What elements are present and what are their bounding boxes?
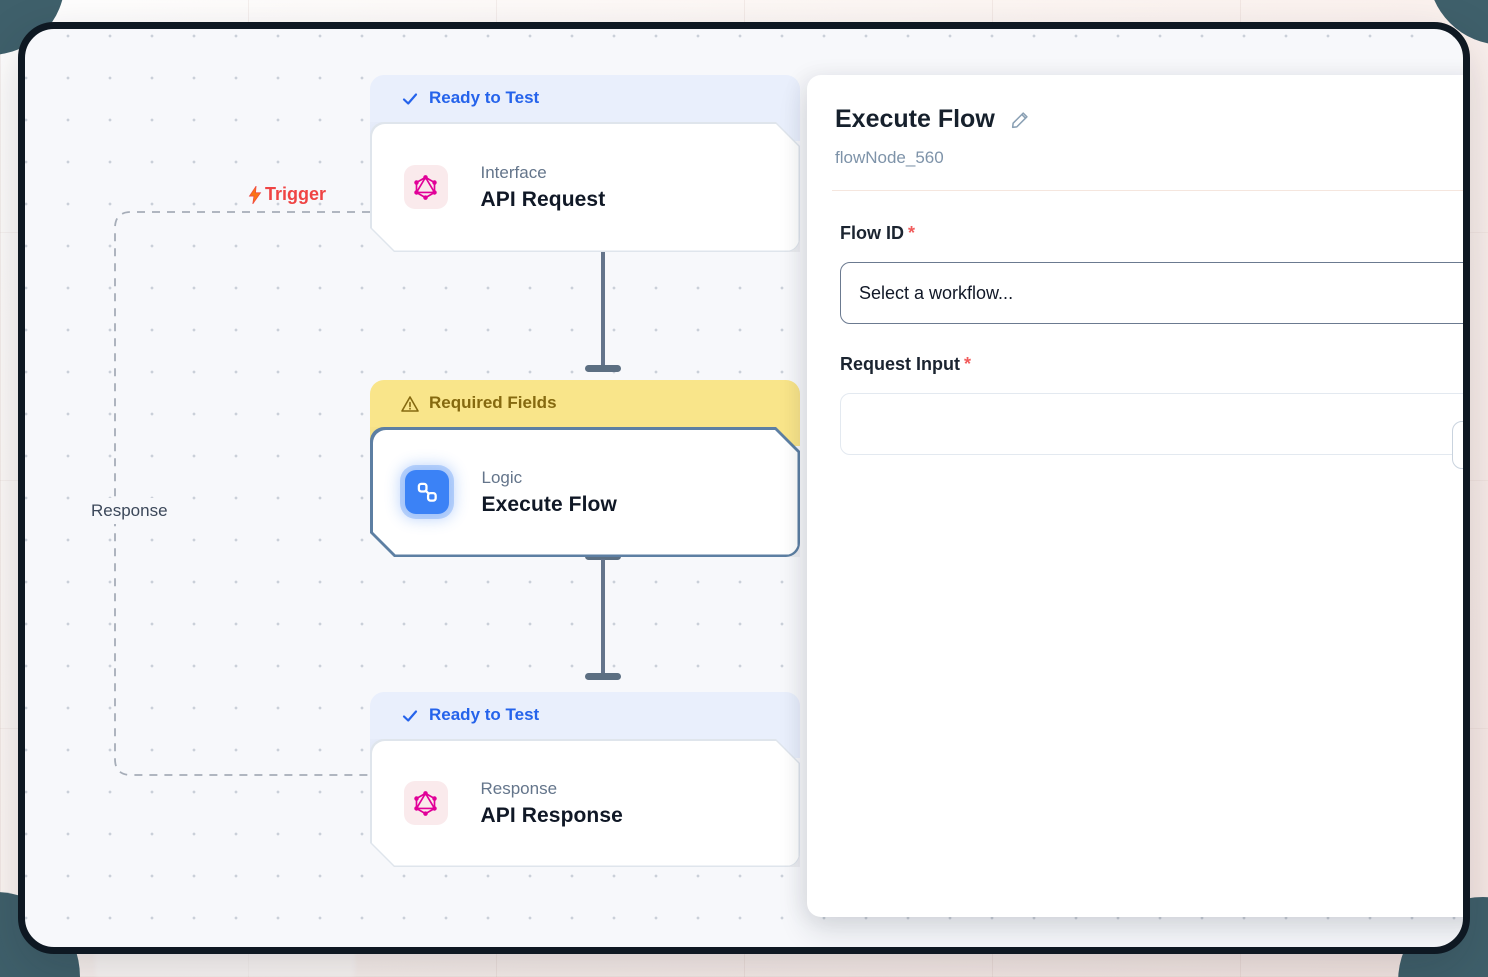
flow-link-icon [405, 470, 449, 514]
panel-divider [832, 190, 1463, 191]
expression-expand-button[interactable]: E [1452, 421, 1463, 469]
graphql-icon [404, 781, 448, 825]
required-asterisk: * [908, 223, 916, 243]
node-category: Response [480, 778, 558, 798]
edit-title-button[interactable] [1007, 107, 1033, 133]
connector-line [601, 559, 605, 677]
trigger-label: Trigger [247, 184, 326, 205]
status-badge-label: Required Fields [429, 393, 557, 412]
lightning-bolt-icon [248, 185, 262, 204]
node-title: API Response [480, 803, 623, 827]
node-category: Interface [480, 162, 547, 182]
flow-id-select[interactable]: Select a workflow... [840, 262, 1463, 324]
app-window-frame: Trigger Response Ready to Test [18, 22, 1470, 954]
backdrop-watermark [95, 951, 355, 977]
connector-port[interactable] [585, 673, 621, 680]
workflow-canvas[interactable]: Trigger Response Ready to Test [25, 29, 1463, 947]
status-badge-label: Ready to Test [429, 88, 540, 107]
node-title: API Request [480, 187, 606, 211]
pencil-icon [1011, 111, 1028, 128]
graphql-icon [404, 165, 448, 209]
node-card[interactable]: Interface API Request [370, 122, 800, 252]
node-title: Execute Flow [481, 492, 617, 516]
status-badge-label: Ready to Test [429, 705, 540, 724]
check-icon [402, 710, 418, 722]
check-icon [402, 93, 418, 105]
response-edge-label: Response [83, 498, 176, 524]
request-input-field[interactable] [840, 393, 1463, 455]
warning-icon [401, 396, 419, 412]
panel-header: Execute Flow flowNode_560 [807, 75, 1463, 168]
field-label-request-input: Request Input* [840, 354, 972, 374]
node-category: Logic [481, 467, 523, 487]
connector-line [601, 250, 605, 371]
panel-title: Execute Flow [835, 105, 995, 133]
node-card[interactable]: Response API Response [370, 739, 800, 867]
field-label-flow-id: Flow ID* [840, 223, 916, 243]
node-card-selected[interactable]: Logic Execute Flow [370, 427, 800, 557]
required-asterisk: * [964, 354, 972, 374]
trigger-label-text: Trigger [265, 184, 327, 204]
connector-port[interactable] [585, 365, 621, 372]
node-inspector-panel: Execute Flow flowNode_560 Flow ID* Selec… [807, 75, 1463, 917]
node-id: flowNode_560 [835, 148, 944, 167]
flow-id-select-value: Select a workflow... [859, 282, 1014, 303]
